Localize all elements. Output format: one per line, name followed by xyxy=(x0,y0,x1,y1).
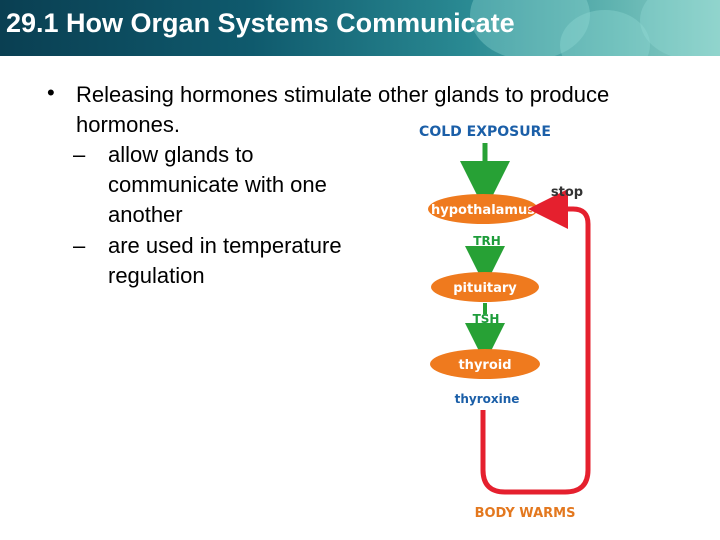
title-bar: 29.1 How Organ Systems Communicate xyxy=(0,0,720,56)
hypothalamus-label: hypothalamus xyxy=(431,203,535,218)
main-bullet: Releasing hormones stimulate other gland… xyxy=(76,82,610,137)
cold-exposure-label: COLD EXPOSURE xyxy=(419,124,551,140)
trh-label: TRH xyxy=(473,234,500,248)
sub-bullet-dash: – xyxy=(73,233,86,258)
thyroid-label: thyroid xyxy=(458,358,511,373)
slide-body: • Releasing hormones stimulate other gla… xyxy=(0,56,720,540)
sub-bullet-text: are used in temperature regulation xyxy=(108,233,342,288)
slide-title: 29.1 How Organ Systems Communicate xyxy=(6,8,515,38)
thyroxine-label: thyroxine xyxy=(455,392,520,406)
bullet-marker: • xyxy=(47,80,55,105)
sub-bullet-dash: – xyxy=(73,142,86,167)
header-decoration xyxy=(470,0,590,56)
hypothalamus-node xyxy=(428,194,538,224)
thyroid-node xyxy=(430,349,540,379)
pituitary-node xyxy=(431,272,539,302)
stop-label: stop xyxy=(551,185,583,200)
pituitary-label: pituitary xyxy=(453,281,517,296)
negative-feedback-arrow xyxy=(480,189,591,495)
tsh-label: TSH xyxy=(473,312,500,326)
body-warms-label: BODY WARMS xyxy=(475,506,576,521)
header-decoration xyxy=(640,0,720,56)
sub-bullet-text: allow glands to communicate with one ano… xyxy=(108,142,327,227)
